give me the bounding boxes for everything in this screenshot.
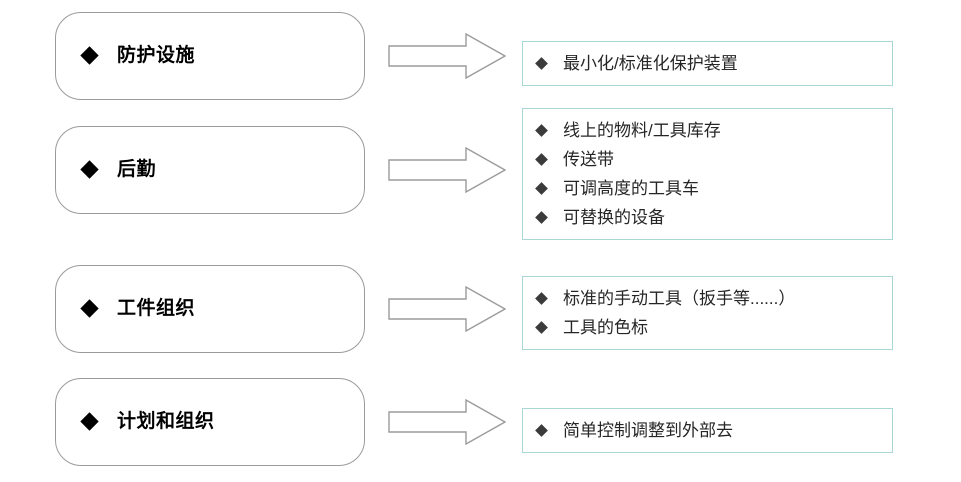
- diamond-bullet-icon: [535, 57, 548, 70]
- detail-text: 可替换的设备: [563, 207, 665, 227]
- diagram-row: 后勤 线上的物料/工具库存 传送带 可调高度的工具车 可替换的: [0, 108, 961, 255]
- diamond-bullet-icon: [535, 321, 548, 334]
- diamond-bullet-icon: [535, 153, 548, 166]
- detail-text: 最小化/标准化保护装置: [563, 53, 738, 73]
- diamond-bullet-icon: [80, 160, 99, 180]
- diagram-row: 计划和组织 简单控制调整到外部去: [0, 375, 961, 482]
- diagram-row: 防护设施 最小化/标准化保护装置: [0, 0, 961, 120]
- list-item[interactable]: 线上的物料/工具库存: [523, 116, 892, 145]
- list-item[interactable]: 可调高度的工具车: [523, 174, 892, 203]
- diamond-bullet-icon: [80, 46, 99, 66]
- detail-text: 传送带: [563, 149, 614, 169]
- category-box-4[interactable]: 计划和组织: [55, 378, 365, 466]
- diamond-bullet-icon: [535, 182, 548, 195]
- category-content: 计划和组织: [56, 411, 215, 434]
- category-content: 工件组织: [56, 298, 195, 321]
- list-item[interactable]: 传送带: [523, 145, 892, 174]
- detail-text: 标准的手动工具（扳手等......）: [563, 288, 796, 308]
- list-item[interactable]: 工具的色标: [523, 313, 892, 342]
- diamond-bullet-icon: [80, 299, 99, 319]
- detail-box-1[interactable]: 最小化/标准化保护装置: [522, 41, 893, 86]
- detail-box-2[interactable]: 线上的物料/工具库存 传送带 可调高度的工具车 可替换的设备: [522, 108, 893, 240]
- category-box-2[interactable]: 后勤: [55, 126, 365, 214]
- category-label: 工件组织: [117, 297, 196, 319]
- right-arrow-icon: [388, 147, 506, 193]
- category-content: 防护设施: [56, 45, 195, 68]
- list-item[interactable]: 最小化/标准化保护装置: [523, 49, 892, 78]
- category-label: 防护设施: [117, 44, 196, 66]
- detail-text: 工具的色标: [563, 317, 648, 337]
- category-label: 后勤: [117, 158, 157, 180]
- detail-box-4[interactable]: 简单控制调整到外部去: [522, 408, 893, 453]
- diamond-bullet-icon: [535, 124, 548, 137]
- detail-box-3[interactable]: 标准的手动工具（扳手等......） 工具的色标: [522, 276, 893, 350]
- list-item[interactable]: 标准的手动工具（扳手等......）: [523, 284, 892, 313]
- category-content: 后勤: [56, 159, 156, 182]
- diamond-bullet-icon: [535, 211, 548, 224]
- right-arrow-icon: [388, 33, 506, 79]
- diagram-row: 工件组织 标准的手动工具（扳手等......） 工具的色标: [0, 255, 961, 375]
- right-arrow-icon: [388, 286, 506, 332]
- diamond-bullet-icon: [535, 292, 548, 305]
- list-item[interactable]: 可替换的设备: [523, 203, 892, 232]
- category-box-1[interactable]: 防护设施: [55, 12, 365, 100]
- right-arrow-icon: [388, 399, 506, 445]
- category-box-3[interactable]: 工件组织: [55, 265, 365, 353]
- diamond-bullet-icon: [80, 412, 99, 432]
- detail-text: 可调高度的工具车: [563, 178, 699, 198]
- detail-text: 线上的物料/工具库存: [563, 120, 721, 140]
- detail-text: 简单控制调整到外部去: [563, 420, 733, 440]
- category-label: 计划和组织: [117, 410, 215, 432]
- list-item[interactable]: 简单控制调整到外部去: [523, 416, 892, 445]
- diamond-bullet-icon: [535, 424, 548, 437]
